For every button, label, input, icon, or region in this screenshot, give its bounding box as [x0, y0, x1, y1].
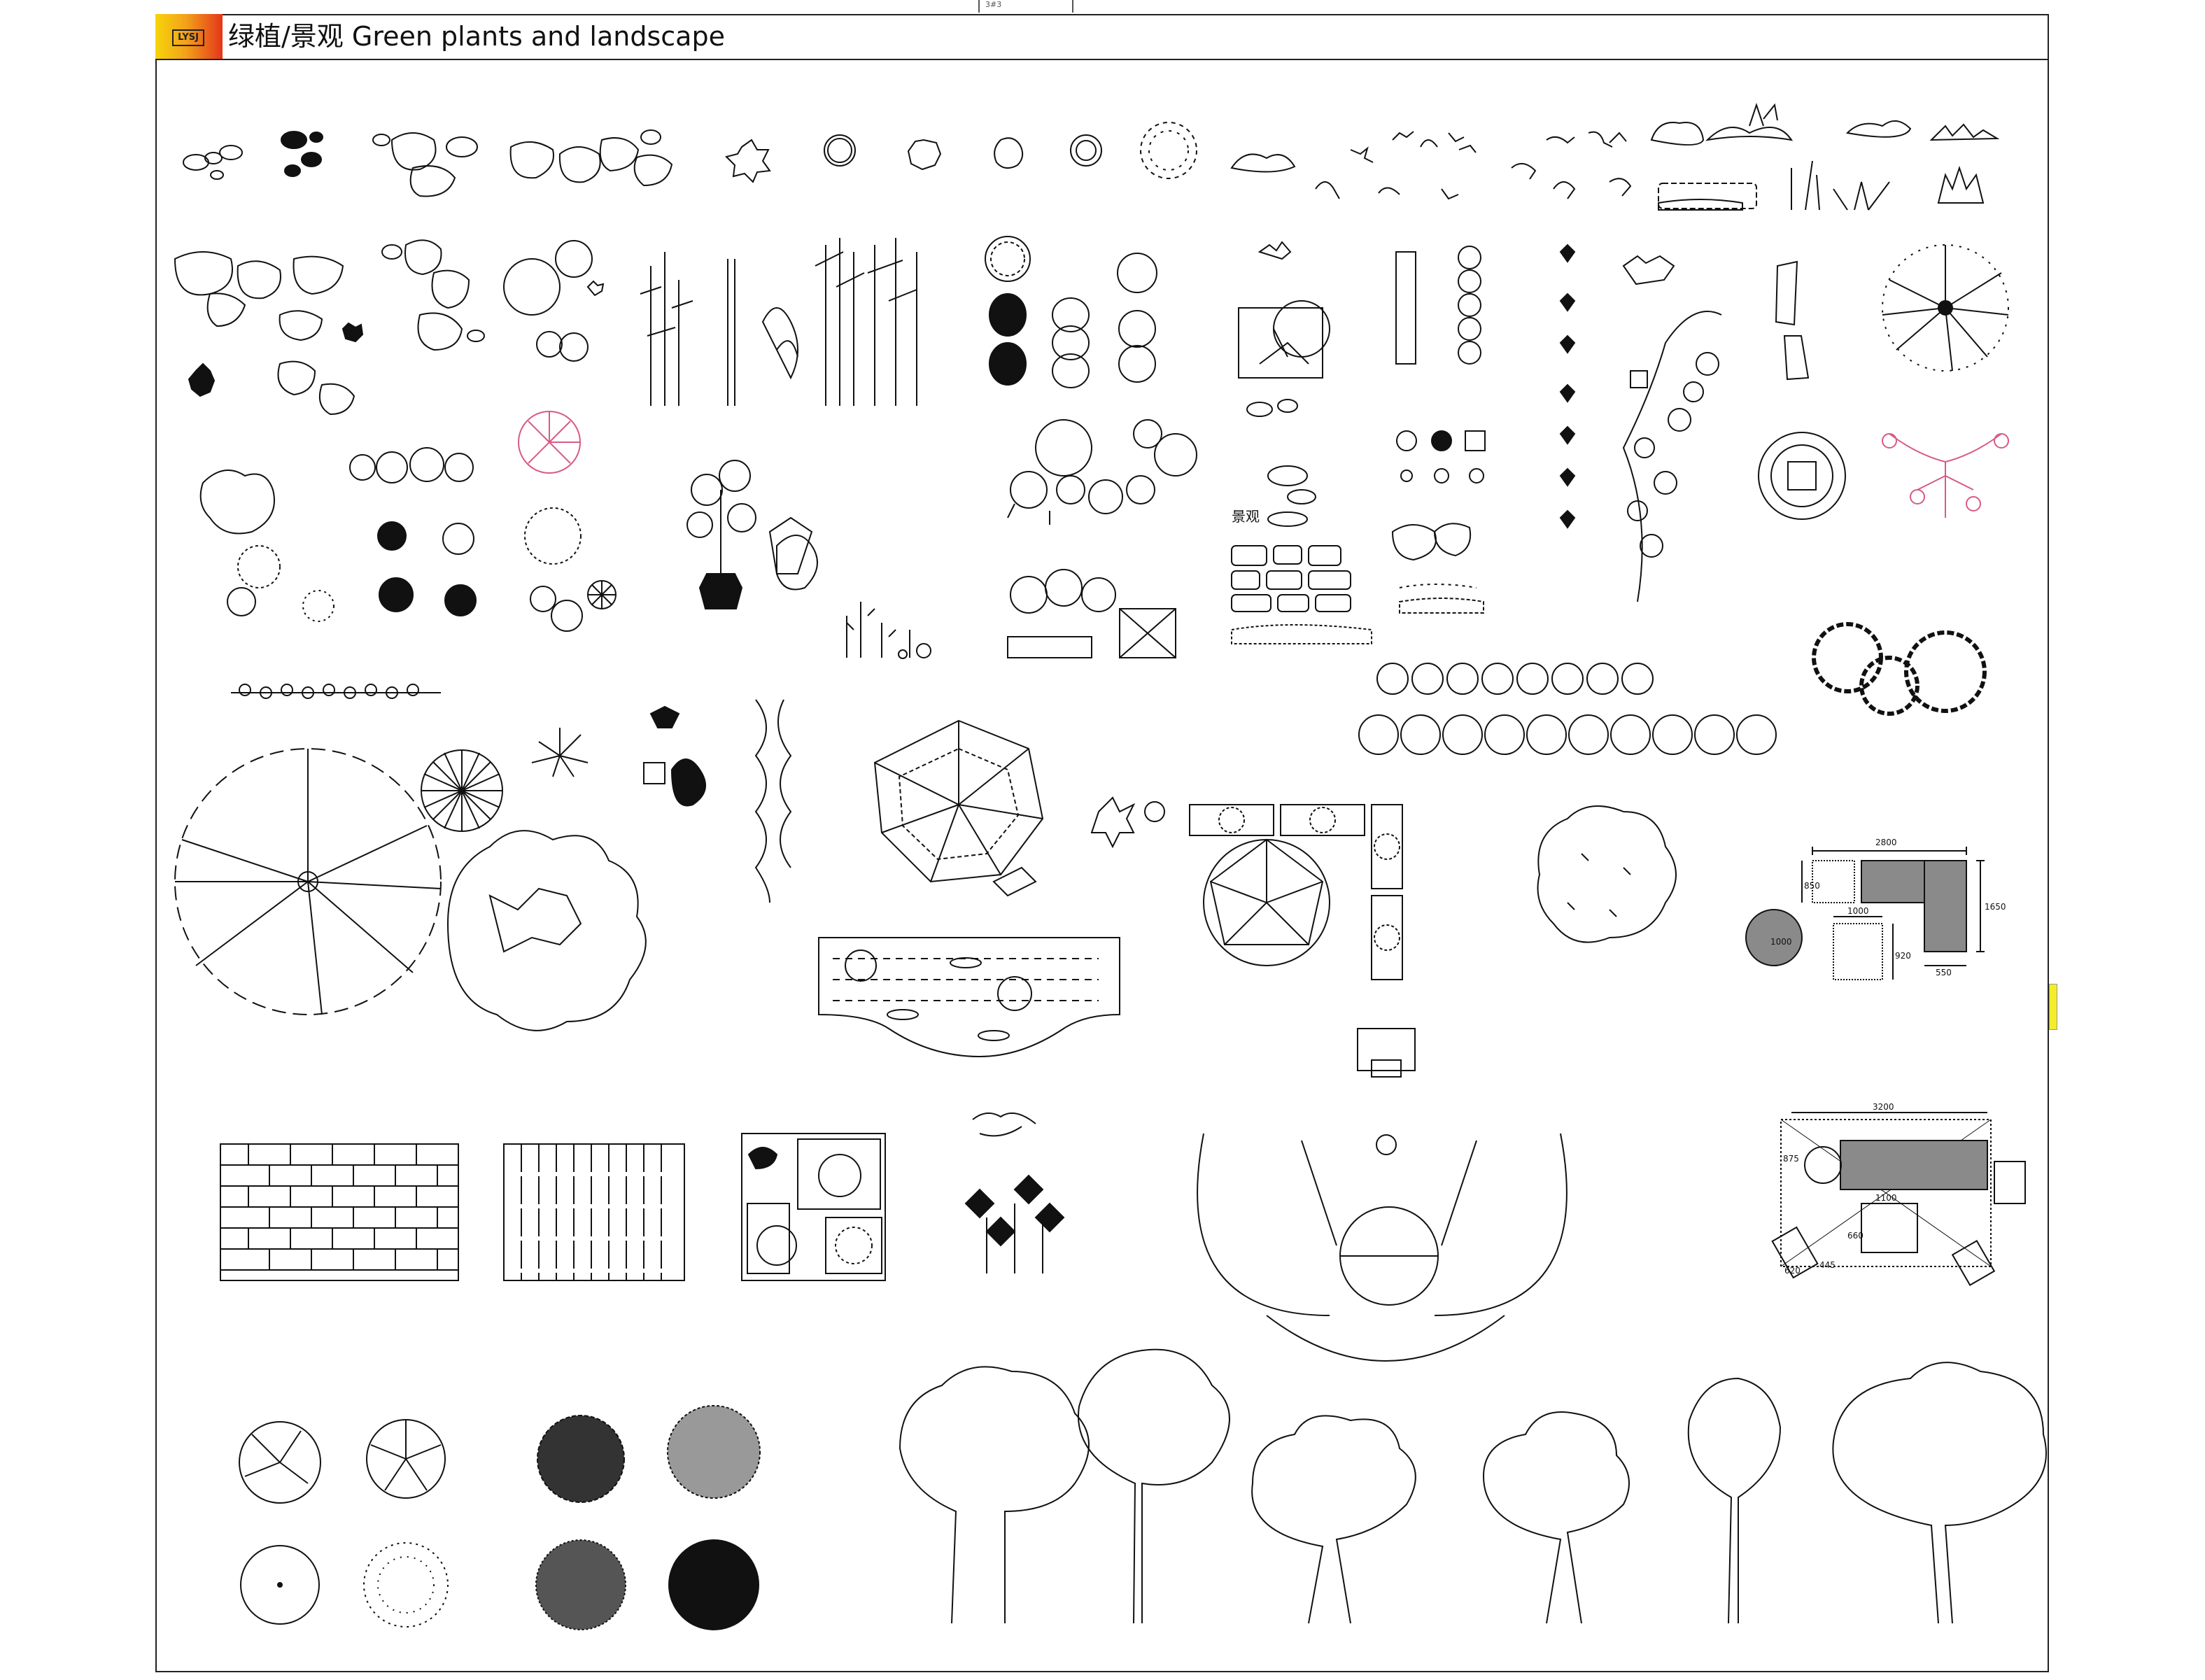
small-symbols-cluster	[1391, 430, 1486, 614]
small-tree-and-circle	[1090, 796, 1165, 849]
sofa-set-plan-1	[1745, 847, 1985, 980]
page-title: 绿植/景观 Green plants and landscape	[228, 21, 725, 52]
tree-plan-symbols-grid	[239, 1419, 449, 1628]
tree-plan-spiky	[524, 507, 617, 632]
hexagon-pavilion	[873, 719, 1044, 897]
hedge-row-lower	[1358, 714, 1777, 755]
bush-and-grass-row	[1650, 102, 2000, 211]
side-yellow-tab[interactable]	[2049, 984, 2057, 1030]
cloud-tree-plan	[446, 830, 647, 1031]
hedge-row-upper	[1376, 663, 1654, 695]
cactus-group	[846, 602, 931, 659]
dim-1000-b: 1000	[1770, 937, 1792, 947]
cloud-tree-plan-outline	[1537, 805, 1677, 943]
palm-shrubs-column	[1559, 243, 1576, 529]
large-tree-plan-leafy	[174, 748, 442, 1015]
vertical-vine-strip	[754, 699, 792, 903]
sofa-set-plan-2	[1771, 1112, 2026, 1287]
basketball-backboard	[1357, 1028, 1416, 1155]
hedge-column	[1395, 246, 1481, 365]
dim-875: 875	[1783, 1154, 1799, 1164]
pink-blossom-tree	[1882, 433, 2009, 518]
rock-pile-1	[372, 132, 478, 197]
tree-plan-dark-symbols	[535, 1405, 761, 1630]
shrub-symbols-row	[725, 122, 1296, 183]
dim-1100: 1100	[1875, 1193, 1897, 1203]
drawing-frame	[155, 14, 2049, 1672]
brick-paving	[220, 1143, 459, 1281]
round-planter-plan	[1758, 432, 1846, 520]
rock-cluster-vertical	[381, 239, 485, 351]
fish-and-dark-trees	[964, 1112, 1065, 1273]
stones-small-group	[183, 145, 243, 180]
wood-deck-paving	[503, 1143, 685, 1281]
circle-trees-pair	[503, 240, 605, 362]
dim-550: 550	[1936, 968, 1952, 977]
top-register-mark: 3#3	[978, 0, 1073, 13]
shrub-mound-left	[199, 470, 334, 622]
tree-elevations	[899, 1348, 2047, 1624]
patio-planters-block	[741, 1133, 886, 1281]
potted-tree	[686, 460, 818, 609]
bamboo-group	[640, 238, 917, 406]
title-bar: LYSJ 绿植/景观 Green plants and landscape	[155, 14, 2049, 60]
landscape-label: 景观	[1232, 508, 1260, 525]
pergola-with-planters	[1189, 804, 1403, 980]
basketball-court-half	[1197, 1133, 1568, 1362]
dim-920: 920	[1895, 951, 1911, 961]
shrub-dark-pair	[377, 521, 477, 616]
tree-on-stand	[643, 705, 706, 807]
radial-tree-plan	[421, 749, 503, 832]
vine-hedge-strip	[231, 684, 441, 699]
dim-850: 850	[1804, 881, 1820, 891]
dim-1650: 1650	[1985, 902, 2006, 912]
tree-plan-branching	[1882, 244, 2009, 372]
fish-pond	[818, 937, 1120, 1058]
climbing-vine	[1622, 255, 1722, 602]
planter-box-with-shrubs	[1238, 241, 1330, 417]
tree-circles-row	[349, 447, 474, 483]
logo-text: LYSJ	[172, 29, 204, 46]
landscape-stones-block	[1231, 465, 1372, 644]
rock-cluster-large	[174, 251, 344, 341]
pink-tree-plan	[518, 411, 581, 474]
shrub-dark-small	[188, 322, 364, 397]
flower-shrubs-cluster	[1007, 419, 1197, 658]
dim-2800: 2800	[1875, 838, 1897, 847]
dim-660: 660	[1847, 1231, 1864, 1241]
round-shrubs-stack	[985, 236, 1157, 388]
rock-pile-2	[509, 129, 673, 187]
brand-logo: LYSJ	[155, 14, 223, 59]
dim-445: 445	[1819, 1260, 1836, 1270]
stones-scatter	[277, 360, 355, 416]
dark-tree-cluster	[1812, 622, 1987, 716]
stone-slabs-pair	[1775, 260, 1810, 381]
birds-group	[1315, 131, 1632, 200]
stones-black-group	[281, 131, 323, 177]
dim-3200: 3200	[1873, 1102, 1894, 1112]
dim-620: 620	[1784, 1266, 1801, 1276]
palm-plant-small	[531, 728, 589, 777]
dim-1000-a: 1000	[1847, 906, 1869, 916]
